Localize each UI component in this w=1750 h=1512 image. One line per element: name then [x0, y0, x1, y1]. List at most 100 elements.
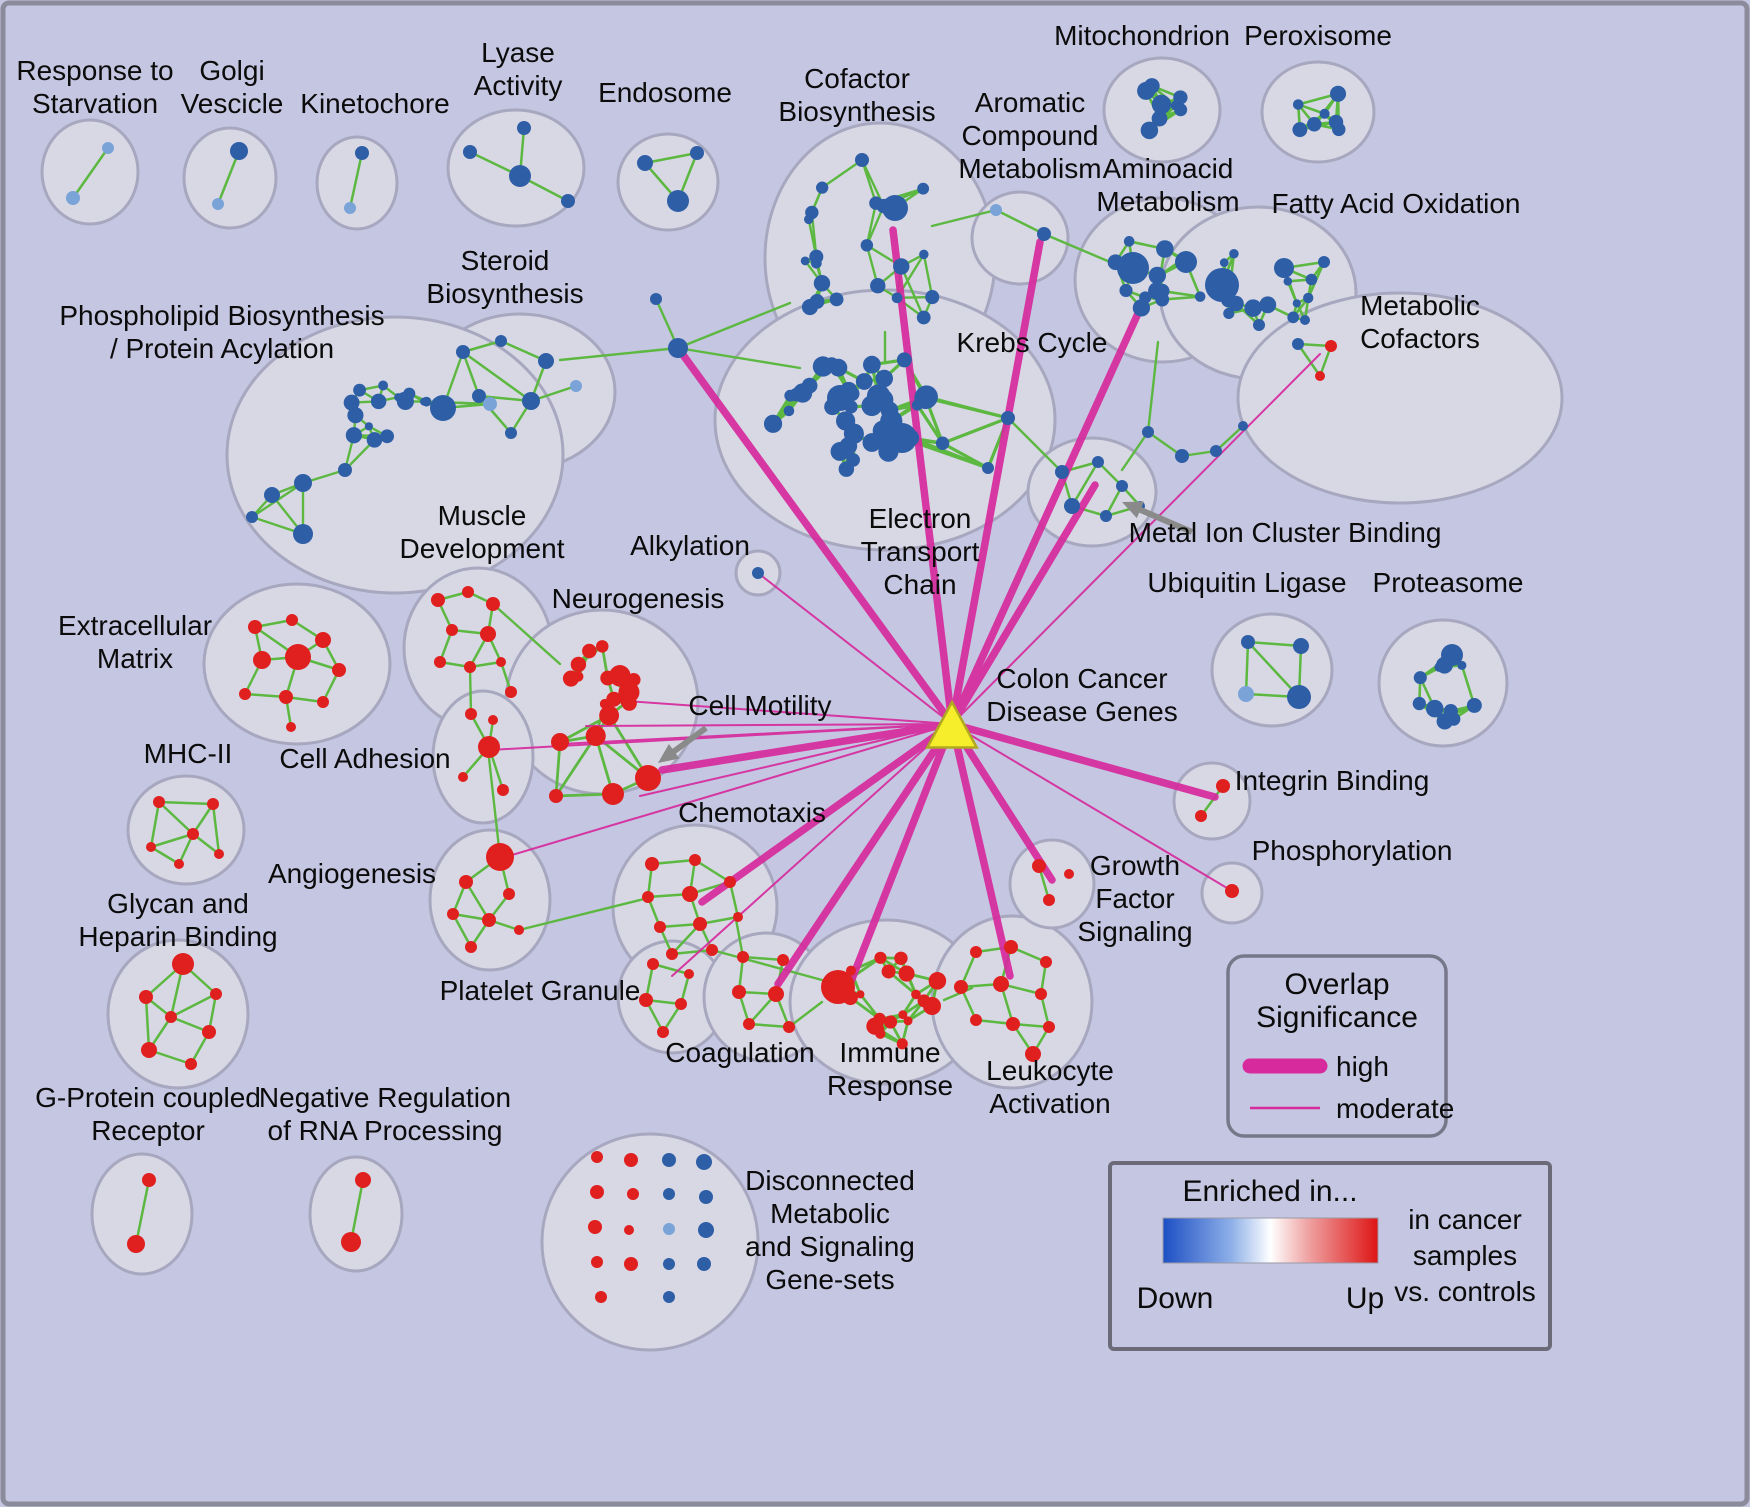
label-neurogenesis: Neurogenesis — [552, 583, 725, 614]
gene-set-node — [286, 722, 296, 732]
gene-set-node — [845, 425, 863, 443]
gene-set-node — [1467, 698, 1482, 713]
gene-set-node — [522, 392, 540, 410]
label-aromatic-compound: Metabolism — [958, 153, 1101, 184]
gene-set-node — [990, 204, 1002, 216]
gene-set-node — [876, 432, 897, 453]
gene-set-node — [982, 462, 994, 474]
gene-set-node — [696, 1154, 712, 1170]
gene-set-node — [602, 783, 624, 805]
gene-set-node — [919, 250, 928, 259]
enriched-note: vs. controls — [1394, 1276, 1536, 1307]
gene-set-node — [863, 356, 881, 374]
gene-set-node — [1032, 859, 1046, 873]
label-disconnected-gene-sets: Gene-sets — [765, 1264, 894, 1295]
gene-set-node — [724, 876, 736, 888]
gene-set-node — [496, 657, 506, 667]
gene-set-node — [599, 706, 619, 726]
gene-set-node — [1292, 122, 1307, 137]
gene-set-node — [1244, 299, 1262, 317]
label-neg-reg-rna-processing: Negative Regulation — [259, 1082, 511, 1113]
gene-set-node — [185, 1058, 197, 1070]
gene-set-node — [1133, 299, 1150, 316]
gene-set-node — [894, 952, 907, 965]
gene-set-node — [239, 688, 251, 700]
gene-set-node — [355, 1172, 371, 1188]
gene-set-node — [654, 921, 666, 933]
gene-set-node — [1315, 371, 1325, 381]
gene-set-node — [668, 338, 688, 358]
gene-set-node — [918, 994, 931, 1007]
gene-set-node — [624, 1153, 638, 1167]
gene-set-node — [733, 912, 743, 922]
gene-set-node — [861, 395, 882, 416]
gene-set-node — [1035, 988, 1047, 1000]
label-cell-motility: Cell Motility — [688, 690, 831, 721]
gene-set-node — [682, 886, 698, 902]
label-aminoacid-metabolism: Metabolism — [1096, 186, 1239, 217]
label-cell-adhesion: Cell Adhesion — [279, 743, 450, 774]
label-electron-transport-chain: Electron — [869, 503, 972, 534]
gene-set-node — [482, 913, 496, 927]
gene-set-node — [1156, 270, 1166, 280]
gene-set-node — [353, 384, 366, 397]
label-platelet-granule: Platelet Granule — [440, 975, 641, 1006]
gene-set-node — [884, 1015, 897, 1028]
gene-set-node — [1325, 340, 1337, 352]
gene-set-node — [830, 292, 844, 306]
gene-set-node — [816, 182, 828, 194]
gene-set-node — [1318, 256, 1330, 268]
gene-set-node — [465, 708, 477, 720]
gene-set-node — [1293, 638, 1309, 654]
gene-set-node — [1292, 338, 1304, 350]
gene-set-node — [635, 765, 661, 791]
gene-set-node — [591, 1256, 603, 1268]
gene-set-node — [315, 632, 331, 648]
gene-set-node — [1152, 95, 1171, 114]
label-immune-response: Immune — [839, 1037, 940, 1068]
gene-set-node — [802, 299, 818, 315]
label-disconnected-gene-sets: Metabolic — [770, 1198, 890, 1229]
gene-set-node — [509, 165, 531, 187]
gene-set-node — [1437, 713, 1453, 729]
gene-set-node — [768, 986, 784, 1002]
gene-set-node — [1141, 122, 1158, 139]
gene-set-node — [212, 198, 224, 210]
gene-set-node — [202, 1025, 216, 1039]
gene-set-node — [495, 335, 507, 347]
gene-set-node — [279, 690, 293, 704]
gene-set-node — [514, 925, 524, 935]
cluster-ellipse-endosome — [618, 134, 718, 230]
gene-set-node — [505, 686, 517, 698]
gene-set-node — [1064, 869, 1074, 879]
gene-set-node — [743, 1018, 755, 1030]
cluster-ellipse-golgi-vescicle — [184, 128, 276, 228]
gene-set-node — [586, 726, 606, 746]
enriched-legend-title: Enriched in... — [1182, 1175, 1357, 1208]
gene-set-node — [174, 859, 184, 869]
gene-set-node — [1108, 254, 1124, 270]
gene-set-node — [667, 190, 689, 212]
gene-set-node — [1142, 426, 1154, 438]
gene-set-node — [970, 1014, 982, 1026]
gene-set-node — [752, 567, 764, 579]
label-steroid-biosynthesis: Biosynthesis — [426, 278, 583, 309]
gene-set-node — [645, 857, 659, 871]
gene-set-node — [344, 202, 356, 214]
gene-set-node — [1043, 1021, 1055, 1033]
gene-set-node — [397, 393, 414, 410]
gene-set-node — [1175, 449, 1189, 463]
gene-set-node — [1043, 894, 1055, 906]
gene-set-node — [570, 380, 582, 392]
gene-set-node — [970, 946, 982, 958]
gene-set-node — [622, 696, 637, 711]
gene-set-node — [899, 965, 915, 981]
gene-set-node — [1303, 293, 1313, 303]
gene-set-node — [1220, 258, 1229, 267]
gene-set-node — [102, 142, 114, 154]
gene-set-node — [486, 597, 500, 611]
gene-set-node — [486, 843, 514, 871]
label-metal-ion-cluster-binding: Metal Ion Cluster Binding — [1129, 517, 1442, 548]
gene-set-node — [447, 908, 459, 920]
label-extracellular-matrix: Extracellular — [58, 610, 212, 641]
